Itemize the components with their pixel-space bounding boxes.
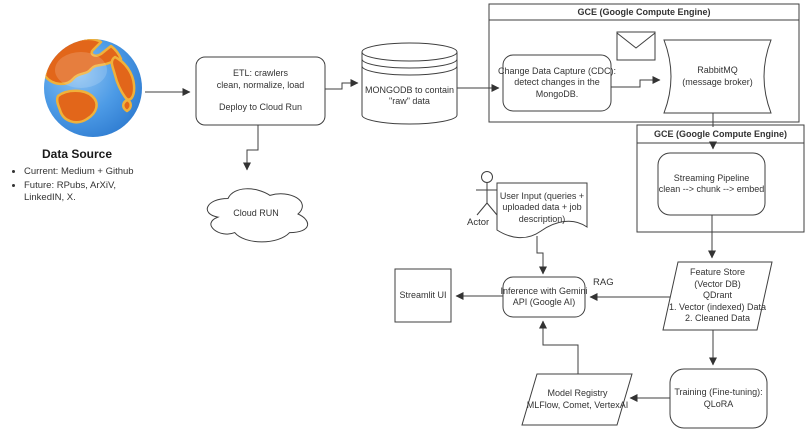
data-source-bullets: Current: Medium + Github Future: RPubs, … — [8, 166, 146, 206]
arrow-etl-to-mongodb — [325, 79, 359, 90]
streaming-pipeline-label: Streaming Pipeline clean --> chunk --> e… — [658, 172, 765, 195]
bullet-current: Current: Medium + Github — [24, 166, 146, 178]
inference-node — [502, 276, 586, 318]
arrow-cdc-to-rabbitmq — [611, 76, 661, 88]
etl-node — [195, 56, 326, 126]
inference-label: Inference with Gemini API (Google AI) — [500, 285, 588, 308]
globe-earth-icon — [44, 39, 142, 137]
gce2-title: GCE (Google Compute Engine) — [654, 129, 787, 139]
training-label: Training (Fine-tuning): QLoRA — [674, 387, 763, 409]
arrow-etl-to-cloudrun — [243, 125, 259, 171]
actor-label: Actor — [467, 217, 490, 228]
connectors — [145, 76, 717, 402]
actor-stick-figure — [476, 171, 498, 216]
feature-store-node — [662, 261, 773, 331]
feature-store-label: Feature Store (Vector DB) QDrant 1. Vect… — [668, 267, 767, 324]
model-registry-node — [521, 373, 633, 426]
envelope-icon — [616, 31, 656, 61]
arrow-modelregistry-to-inference — [539, 320, 579, 374]
user-input-document — [496, 182, 588, 239]
cloud-run-node — [206, 188, 308, 243]
mongodb-cylinder — [361, 42, 458, 125]
arrow-userinput-to-inference — [536, 236, 547, 275]
cloud-run-label: Cloud RUN — [233, 208, 279, 219]
user-input-label: User Input (queries + uploaded data + jo… — [499, 190, 585, 224]
streamlit-label: Streamlit UI — [399, 289, 447, 300]
etl-node-label: ETL: crawlers clean, normalize, load Dep… — [216, 68, 305, 113]
streamlit-node — [394, 268, 452, 323]
gce1-title: GCE (Google Compute Engine) — [577, 7, 711, 17]
cdc-label: Change Data Capture (CDC): detect change… — [497, 65, 617, 99]
rabbitmq-node — [663, 39, 772, 114]
rabbitmq-label: RabbitMQ (message broker) — [682, 65, 753, 87]
bullet-future: Future: RPubs, ArXiV, LinkedIN, X. — [24, 180, 146, 204]
model-registry-label: Model Registry MLFlow, Comet, VertexAI — [526, 388, 629, 410]
rag-edge-label: RAG — [593, 277, 614, 288]
cdc-node — [502, 54, 612, 112]
mongodb-label: MONGODB to contain "raw" data — [364, 84, 455, 107]
data-source-title: Data Source — [42, 147, 113, 161]
